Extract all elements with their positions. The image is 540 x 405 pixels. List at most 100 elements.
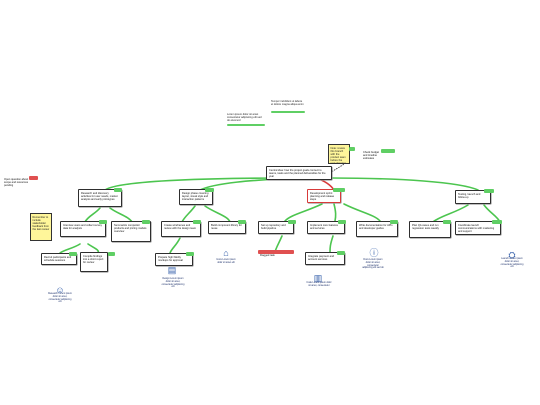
sub-1-tag <box>99 220 107 224</box>
leaf-4-tag <box>258 250 294 254</box>
free-note-1[interactable]: Lorem ipsum dolor sit amet consectetur a… <box>227 113 265 125</box>
callout-note[interactable]: Note: review this branch with the produc… <box>328 144 350 164</box>
connector-b1-sub2 <box>109 207 133 223</box>
sub-node-2[interactable]: Summarize competitor products and pricin… <box>111 221 151 242</box>
leaf-2-tag <box>108 252 115 256</box>
sub-7-text: Write documentation for APIs and develop… <box>359 223 393 230</box>
leaf-3-tag <box>186 252 194 256</box>
connector-b2-sub3 <box>181 205 196 223</box>
leaf-node-5[interactable]: Integrate payment and account services <box>305 252 345 265</box>
connector-b2-sub4 <box>204 205 231 223</box>
leaf-node-2[interactable]: Compile findings into a short report for… <box>80 252 108 272</box>
sub-4-text: Build component library for reuse <box>211 223 242 230</box>
sub-8-text: Plan QA cases and run regression tests w… <box>412 223 439 230</box>
caption-5-text: Docs Lorem ipsum dolor sit amet, consect… <box>362 259 384 270</box>
sub-2-text: Summarize competitor products and pricin… <box>114 223 147 233</box>
branch-4-tag <box>484 189 494 193</box>
document-icon: ▤ <box>167 265 177 275</box>
chart-icon: ▥ <box>313 273 323 283</box>
sub-9-tag <box>492 220 502 224</box>
sub-node-4[interactable]: Build component library for reuse <box>208 221 246 234</box>
left-yellow-note[interactable]: Remember to include stakeholder feedback… <box>30 213 52 241</box>
free-note-1-text: Lorem ipsum dolor sit amet consectetur a… <box>227 113 262 123</box>
connector-b4-sub8 <box>432 204 469 223</box>
connector-b3-sub7 <box>343 203 381 222</box>
branch-3-text: Development sprint planning and release … <box>310 191 335 201</box>
connector-b3-sub5 <box>284 203 323 222</box>
sub-5-text: Set up repository and build pipeline <box>261 223 286 230</box>
connector-root-branch-4 <box>329 177 479 191</box>
caption-6-text: Launch Lorem ipsum dolor sit amet, conse… <box>500 258 524 269</box>
caption-4: Code Lorem ipsum dolor sit amet, consect… <box>306 282 332 288</box>
left-note-text: Remember to include stakeholder feedback… <box>32 215 50 231</box>
caption-2-text: Design Lorem ipsum dolor sit amet, conse… <box>161 278 185 289</box>
callout-side-text: Check budget and timeline estimates <box>363 150 380 160</box>
sub-3-tag <box>193 220 201 224</box>
root-node[interactable]: Central idea: how the project goals conn… <box>266 166 332 180</box>
sub-4-tag <box>238 220 246 224</box>
sub-6-tag <box>338 220 346 224</box>
sub-9-text: Coordinate launch communications with ma… <box>458 223 495 233</box>
caption-5: Docs Lorem ipsum dolor sit amet, consect… <box>362 259 384 270</box>
pin-icon: ⌂ <box>223 248 229 258</box>
connector-sub6-leaf5 <box>329 235 334 253</box>
free-note-2-underline <box>271 111 305 113</box>
caption-1-text: Research Lorem ipsum dolor sit amet, con… <box>48 293 72 304</box>
branch-node-1[interactable]: Research and discovery activities for us… <box>78 189 122 207</box>
branch-3-tag <box>333 188 345 192</box>
rocket-icon: ⛭ <box>508 250 516 260</box>
free-note-1-underline <box>227 124 265 126</box>
leaf-5-text: Integrate payment and account services <box>308 254 334 261</box>
callout-note-tag <box>349 147 355 151</box>
sub-node-5[interactable]: Set up repository and build pipeline <box>258 221 294 234</box>
leaf-5-tag <box>337 251 345 255</box>
connector-b3-sub6 <box>333 203 337 222</box>
branch-2-tag <box>205 188 214 192</box>
sub-8-tag <box>443 220 451 224</box>
connector-sub1-leaf1 <box>59 243 81 254</box>
leaf-1-tag <box>69 252 77 256</box>
branch-4-text: Testing, launch and follow-up <box>458 192 481 199</box>
caption-2: Design Lorem ipsum dolor sit amet, conse… <box>160 278 186 289</box>
leaf-node-3[interactable]: Prepare high fidelity mockups for approv… <box>155 253 193 266</box>
root-text: Central idea: how the project goals conn… <box>269 168 326 178</box>
callout-side-tag <box>381 149 395 153</box>
free-note-2[interactable]: Tempor incididunt ut labore et dolore ma… <box>271 100 305 112</box>
callout-side[interactable]: Check budget and timeline estimates <box>361 149 384 160</box>
caption-1: Research Lorem ipsum dolor sit amet, con… <box>48 293 72 304</box>
free-note-2-text: Tempor incididunt ut labore et dolore ma… <box>271 100 304 107</box>
branch-1-tag <box>114 188 122 192</box>
sub-5-tag <box>288 220 296 224</box>
sub-1-text: Interview users and collect survey data … <box>63 223 102 230</box>
sub-node-3[interactable]: Create wireframes and review with the de… <box>161 221 201 237</box>
branch-node-2[interactable]: Design phase covering layout, visual sty… <box>179 189 213 205</box>
sub-node-9[interactable]: Coordinate launch communications with ma… <box>455 221 501 235</box>
caption-4-text: Code Lorem ipsum dolor sit amet, consect… <box>306 282 332 287</box>
sub-3-text: Create wireframes and review with the de… <box>164 223 197 230</box>
leaf-3-text: Prepare high fidelity mockups for approv… <box>158 255 183 262</box>
sub-7-tag <box>390 220 398 224</box>
leaf-4-text: Flagged task <box>260 253 275 257</box>
caption-3-text: Icons Lorem ipsum dolor sit amet elit <box>216 259 236 264</box>
connector-b1-sub1 <box>84 207 101 223</box>
branch-node-3[interactable]: Development sprint planning and release … <box>307 189 341 203</box>
left-flag-note[interactable]: Open question about scope and resources … <box>2 176 36 196</box>
branch-2-text: Design phase covering layout, visual sty… <box>182 191 209 201</box>
left-flag-tag <box>29 176 38 180</box>
leaf-node-4[interactable]: Flagged task <box>258 252 282 263</box>
branch-1-text: Research and discovery activities for us… <box>81 191 118 201</box>
sub-node-1[interactable]: Interview users and collect survey data … <box>60 221 106 237</box>
sub-node-7[interactable]: Write documentation for APIs and develop… <box>356 221 398 237</box>
sub-2-tag <box>142 220 150 224</box>
branch-node-4[interactable]: Testing, launch and follow-up <box>455 190 491 204</box>
leaf-1-text: Recruit participants and schedule sessio… <box>44 255 72 262</box>
info-icon: ⓘ <box>369 248 379 258</box>
sub-node-6[interactable]: Implement core features and services <box>307 221 345 234</box>
caption-6: Launch Lorem ipsum dolor sit amet, conse… <box>500 258 524 269</box>
left-flag-text: Open question about scope and resources … <box>4 177 29 187</box>
caption-3: Icons Lorem ipsum dolor sit amet elit <box>216 259 236 265</box>
callout-note-text: Note: review this branch with the produc… <box>330 146 346 164</box>
connector-sub3-leaf3 <box>169 237 181 254</box>
leaf-node-1[interactable]: Recruit participants and schedule sessio… <box>41 253 77 265</box>
sub-node-8[interactable]: Plan QA cases and run regression tests w… <box>409 221 451 238</box>
